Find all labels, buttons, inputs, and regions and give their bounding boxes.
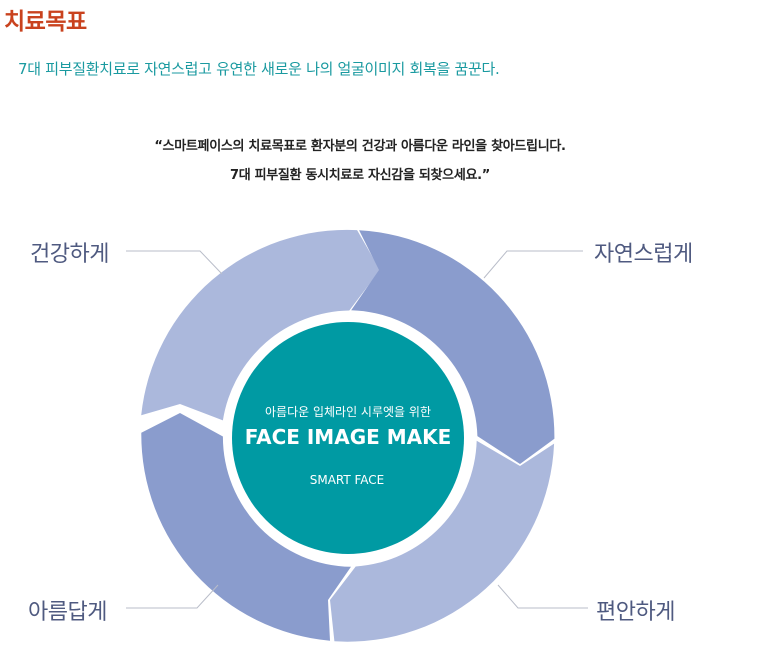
- center-brand: SMART FACE: [310, 473, 385, 487]
- connector-top-right: [483, 250, 583, 279]
- connector-bottom-left: [126, 584, 219, 609]
- segment-bottom-left: [141, 413, 351, 641]
- center-circle: [232, 322, 464, 554]
- cycle-ring: [141, 229, 555, 642]
- label-bottom-right: 편안하게: [596, 600, 675, 625]
- label-top-left: 건강하게: [30, 242, 109, 267]
- segment-bottom-right: [330, 440, 555, 642]
- label-top-right: 자연스럽게: [594, 242, 693, 267]
- connector-lines: [126, 250, 588, 609]
- page-subtitle: 7대 피부질환치료로 자연스럽고 유연한 새로운 나의 얼굴이미지 회복을 꿈꾼…: [18, 60, 500, 78]
- center-tagline: 아름다운 입체라인 시루엣을 위한: [265, 405, 431, 419]
- connector-top-left: [126, 250, 223, 275]
- page-title: 치료목표: [4, 9, 87, 35]
- connector-bottom-right: [497, 584, 588, 609]
- quote-line-2: 7대 피부질환 동시치료로 자신감을 되찾으세요.”: [229, 168, 491, 183]
- center-title: FACE IMAGE MAKE: [245, 425, 452, 449]
- segment-top-right: [351, 230, 555, 464]
- label-bottom-left: 아름답게: [28, 600, 107, 625]
- quote-line-1: “스마트페이스의 치료목표로 환자분의 건강과 아름다운 라인을 찾아드립니다.: [154, 139, 566, 154]
- segment-top-left: [141, 229, 380, 421]
